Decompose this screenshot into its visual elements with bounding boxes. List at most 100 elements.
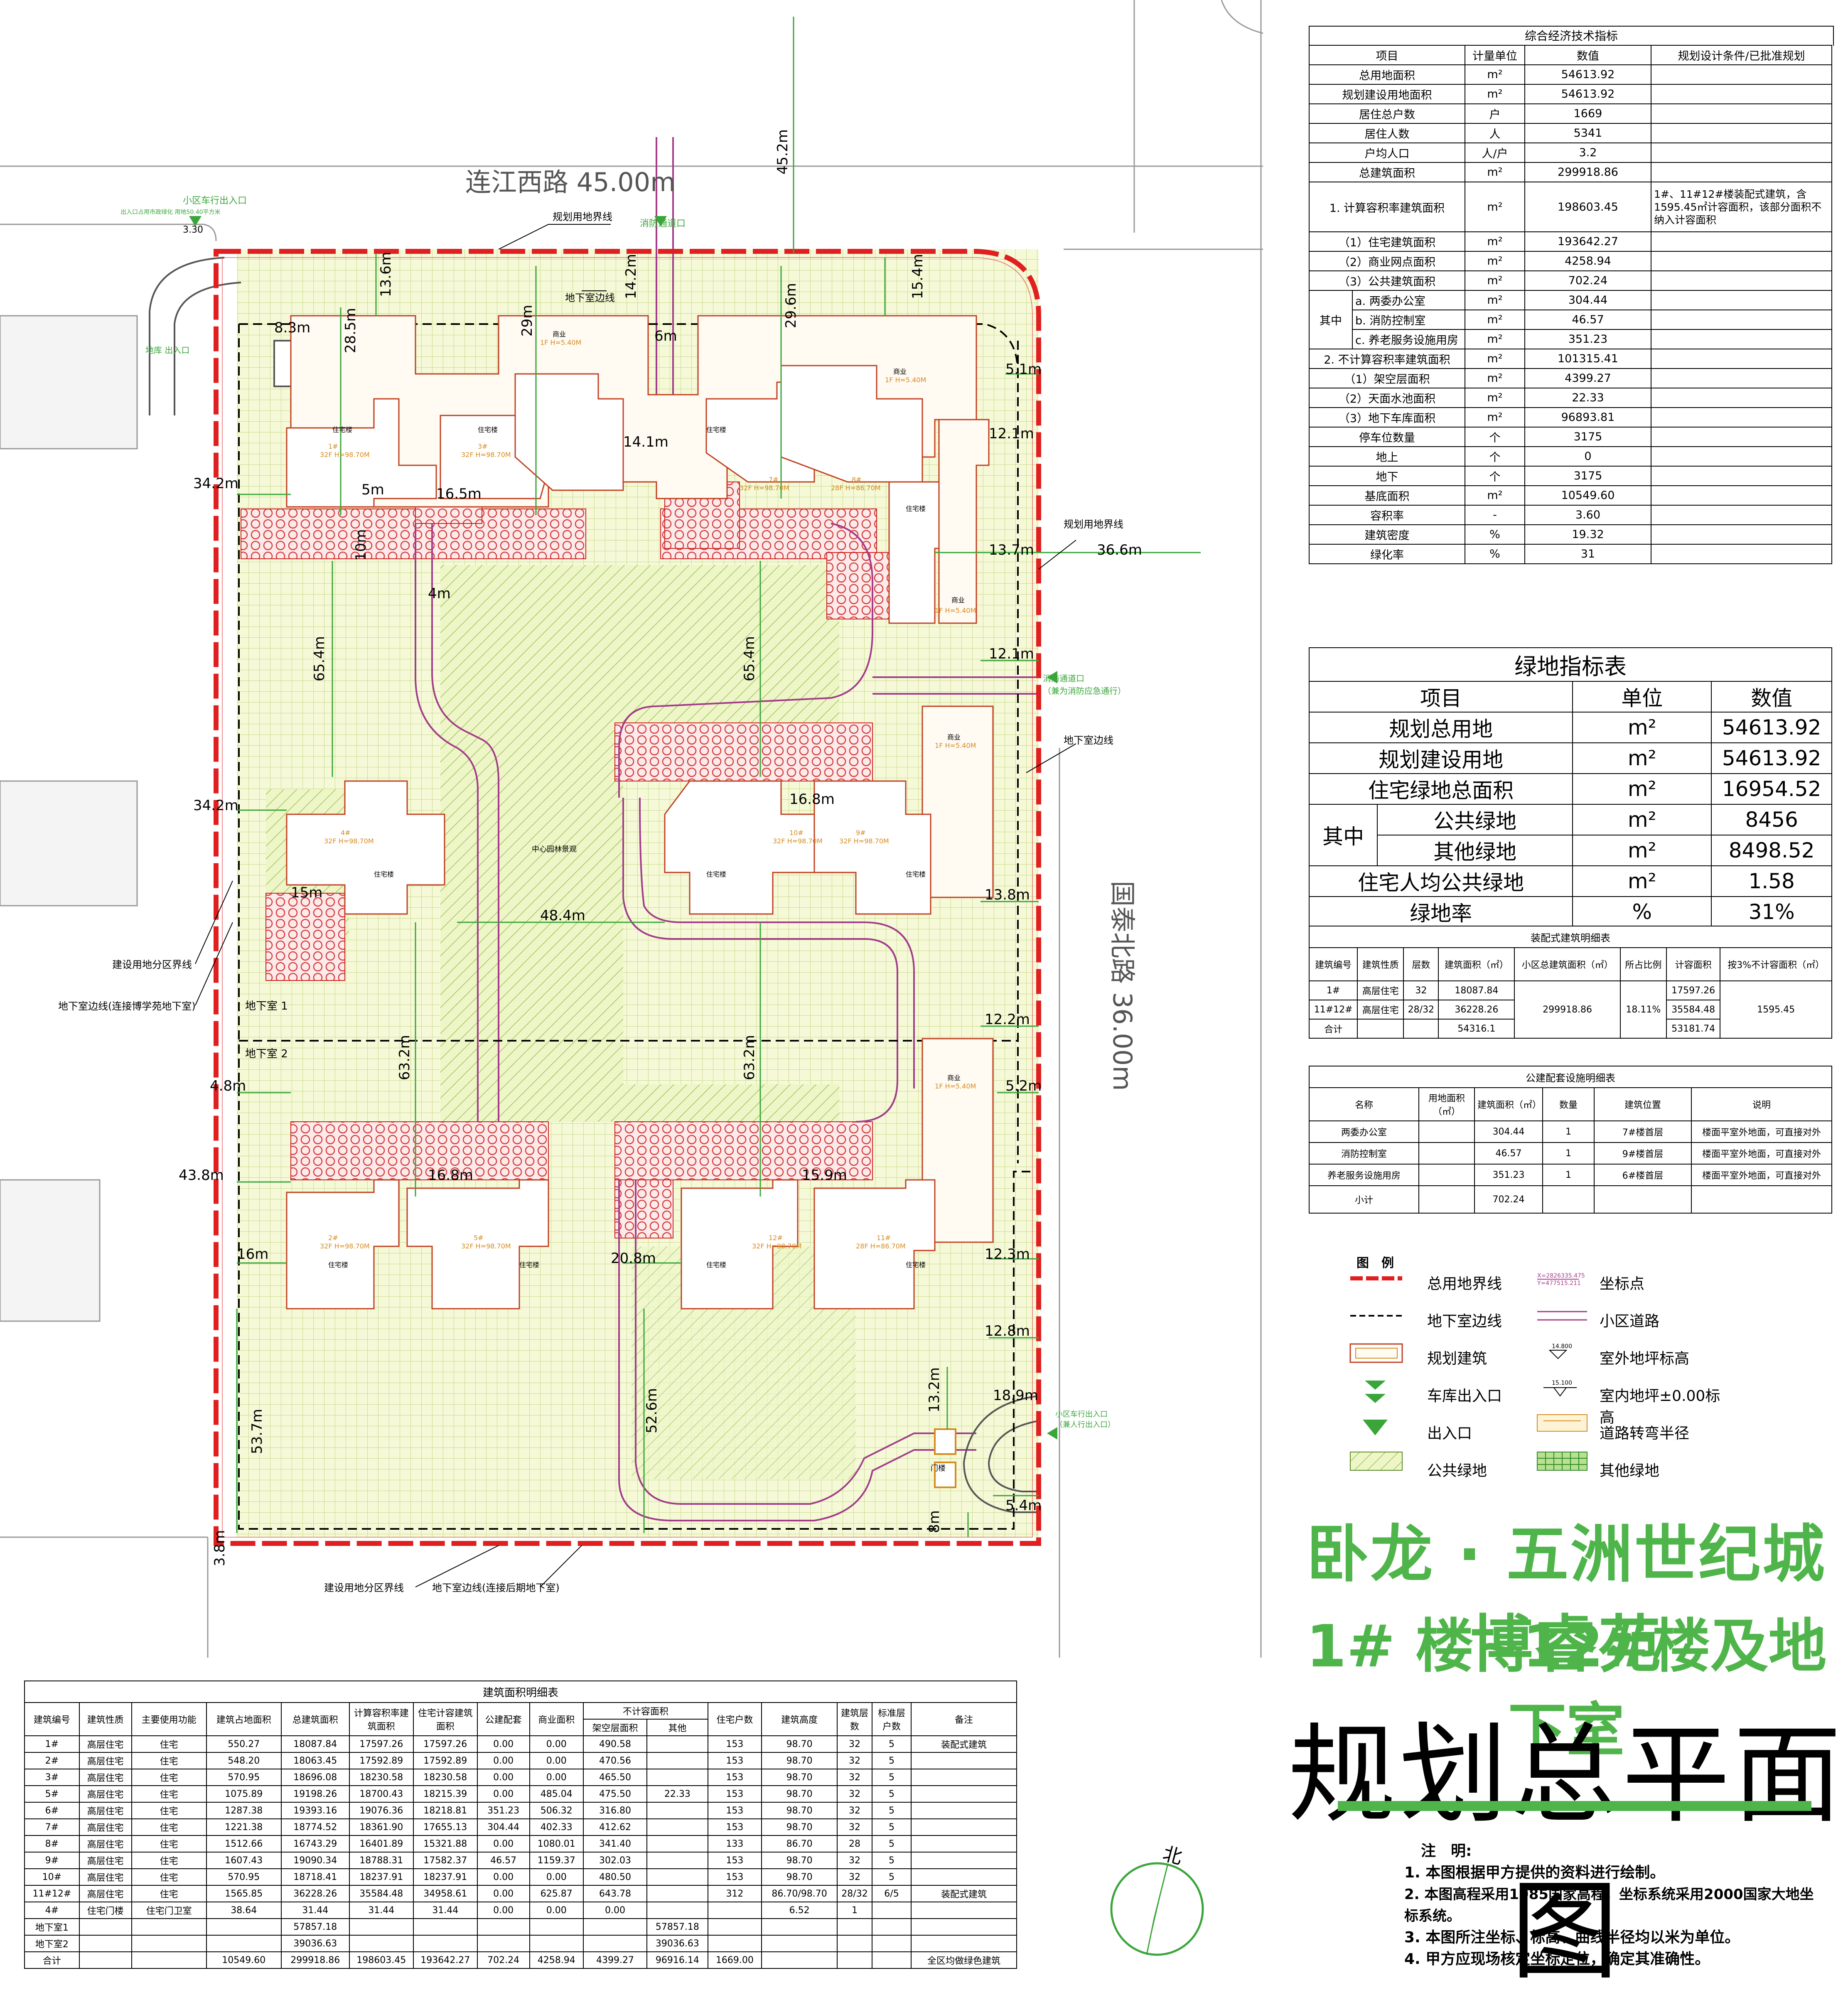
building-info: 32F H=98.70M [839,837,889,845]
table-cell: 18218.81 [413,1802,478,1819]
table-cell [707,1935,762,1952]
table-cell: 住宅 [131,1735,207,1753]
table-cell: 36228.26 [280,1885,350,1902]
legend-label: 室内地坪±0.00标高 [1600,1388,1720,1426]
table-cell [79,1918,132,1936]
legend-label: 总用地界线 [1427,1275,1502,1292]
table-cell: 10# [24,1868,80,1886]
econ-header: 项目 [1309,45,1465,65]
table-cell: 28 [837,1835,872,1853]
table-cell: 351.23 [477,1802,530,1819]
table-cell [79,1951,132,1969]
table-cell: 住宅门卫室 [131,1902,207,1919]
table-cell [837,1918,872,1936]
table-cell: 0.00 [477,1785,530,1803]
road-icon [1537,1311,1587,1321]
table-cell [911,1935,1017,1952]
table-caption-row: 装配式建筑明细表 [1309,926,1832,948]
legend-title: 图 例 [1357,1256,1394,1270]
dim-label: 16.8m [789,791,835,808]
table-cell: 1159.37 [529,1852,584,1869]
green-table-caption-row: 绿地指标表 [1309,647,1832,682]
commerce-info: 1F H=5.40M [540,339,581,346]
note-item: 1. 本图根据甲方提供的资料进行绘制。 [1404,1864,1665,1881]
label-central-garden: 中心园林景观 [532,845,577,854]
table-cell [911,1752,1017,1769]
dim-label: 3.8m [211,1530,228,1566]
dim-label: 29m [519,305,536,337]
table-cell [872,1918,912,1936]
table-cell: 4258.94 [529,1951,584,1969]
planned-building-icon [1349,1343,1403,1363]
building-label: 住宅楼 [374,870,394,878]
table-cell: 6.52 [761,1902,838,1919]
table-cell: 4# [24,1902,80,1919]
building-info: 32F H=98.70M [320,1242,370,1250]
table-cell [872,1951,912,1969]
project-title: 卧龙 · 五洲世纪城博睿苑 [1306,1518,1826,1681]
building-name: 4# [341,829,351,837]
legend-label: 坐标点 [1600,1275,1645,1292]
dim-label: 8m [926,1510,943,1533]
label-vehicle-entry-right: 小区车行出入口 [1055,1410,1108,1419]
table-cell: 高层住宅 [79,1752,132,1769]
table-cell: 住宅 [131,1852,207,1869]
table-cell: 住宅 [131,1785,207,1803]
compass-icon [1110,1862,1204,1956]
table-cell: 18718.41 [280,1868,350,1886]
table-cell: 86.70 [761,1835,838,1853]
commerce-info: 1F H=5.40M [885,376,926,384]
table-cell: 3# [24,1769,80,1786]
table-cell [131,1935,207,1952]
table-cell: 18696.08 [280,1769,350,1786]
table-cell: 32 [837,1785,872,1803]
label-planning-line-right: 规划用地界线 [1064,518,1123,530]
table-cell [911,1785,1017,1803]
table-cell [707,1902,762,1919]
table-cell: 153 [707,1802,762,1819]
table-cell: 5 [872,1769,912,1786]
table-cell: 153 [707,1752,762,1769]
building-label: 住宅楼 [706,426,726,434]
table-cell: 高层住宅 [79,1852,132,1869]
table-cell [911,1902,1017,1919]
table-cell: 0.00 [529,1769,584,1786]
table-cell [349,1935,414,1952]
prefab-table-caption: 装配式建筑明细表 [1309,926,1832,948]
table-cell: 28/32 [837,1885,872,1902]
dim-label: 52.6m [644,1388,660,1433]
table-cell: 5 [872,1818,912,1836]
table-cell [646,1802,708,1819]
table-cell: 10549.60 [206,1951,282,1969]
table-cell: 304.44 [477,1818,530,1836]
dim-label: 48.4m [540,907,585,924]
building-info: 32F H=98.70M [461,451,511,459]
table-subheader-row: 架空层面积其他 [25,1719,1017,1736]
public-table: 公建配套设施明细表 名称用地面积（㎡）建筑面积（㎡） 数量建筑位置说明 两委办公… [1309,1066,1832,1214]
table-cell: 高层住宅 [79,1835,132,1853]
table-cell: 18237.91 [413,1868,478,1886]
table-cell: 8# [24,1835,80,1853]
table-cell: 5 [872,1802,912,1819]
prefab-table: 装配式建筑明细表 建筑编号建筑性质层数建筑面积（㎡） 小区总建筑面积（㎡）所占比… [1308,926,1832,1039]
table-cell: 19198.26 [280,1785,350,1803]
table-cell: 15321.88 [413,1835,478,1853]
svg-text:Y=477515.211: Y=477515.211 [1537,1280,1581,1287]
dim-label: 12.1m [989,646,1034,662]
table-cell: 475.50 [583,1785,647,1803]
building-name: 12# [769,1234,783,1242]
table-cell: 153 [707,1868,762,1886]
table-cell: 地下室1 [24,1918,80,1936]
